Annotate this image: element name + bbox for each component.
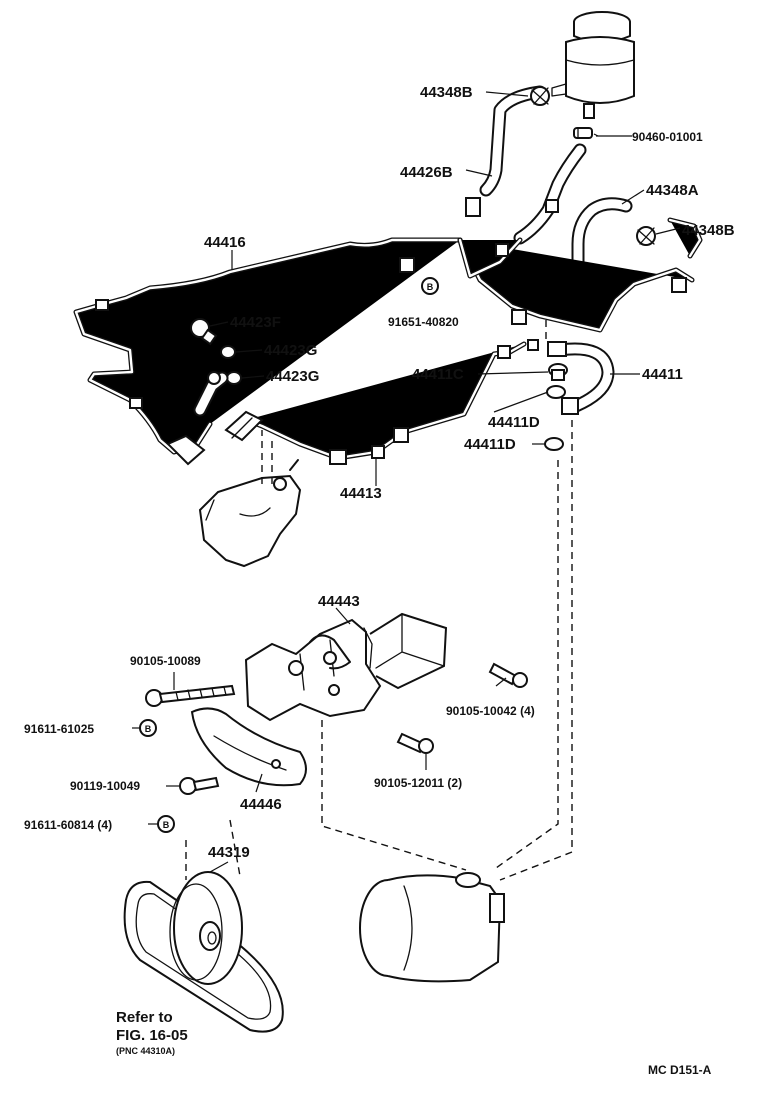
b-marker-91611-61025: B	[139, 719, 157, 737]
label-90460-01001: 90460-01001	[632, 130, 703, 144]
installation-guide-lines	[185, 320, 573, 881]
label-91651-40820: 91651-40820	[388, 315, 459, 329]
label-44416: 44416	[204, 234, 246, 251]
gasket-44411D-b[interactable]	[544, 437, 564, 451]
b-marker-91651: B	[421, 277, 439, 295]
label-44426B: 44426B	[400, 164, 453, 181]
label-44411D-a: 44411D	[488, 414, 540, 431]
label-44446: 44446	[240, 796, 282, 813]
label-44348B-right: 44348B	[682, 222, 735, 239]
return-pipe-44416[interactable]	[76, 197, 700, 466]
label-90119-10049: 90119-10049	[70, 779, 140, 793]
svg-text:B: B	[427, 282, 434, 292]
label-44443: 44443	[318, 593, 360, 610]
figure-code: MC D151-A	[648, 1063, 712, 1077]
pressure-hose-44411[interactable]	[527, 339, 615, 415]
gasket-44423G-b[interactable]	[226, 371, 242, 385]
return-hose-44426B[interactable]	[479, 85, 547, 197]
label-91611-61025: 91611-61025	[24, 722, 94, 736]
label-44423F: 44423F	[230, 314, 281, 331]
label-44348A: 44348A	[646, 182, 699, 199]
bolt-90119-10049[interactable]	[179, 776, 220, 795]
label-90105-10089: 90105-10089	[130, 654, 201, 668]
suction-hose-44348A[interactable]	[571, 197, 633, 269]
adjusting-bar-44446[interactable]	[190, 707, 307, 787]
label-44319: 44319	[208, 844, 250, 861]
label-44411: 44411	[642, 366, 683, 383]
suction-hose-upper[interactable]	[513, 143, 587, 245]
bolt-90105-10042[interactable]	[488, 662, 528, 688]
svg-text:B: B	[145, 724, 152, 734]
label-44413: 44413	[340, 485, 382, 502]
label-90105-12011: 90105-12011 (2)	[374, 776, 462, 790]
label-44423G-b: 44423G	[266, 368, 319, 385]
b-marker-91611-60814: B	[157, 815, 175, 833]
vane-pump	[359, 872, 505, 983]
bolt-90105-12011[interactable]	[396, 732, 434, 754]
clip-90460[interactable]	[573, 127, 593, 139]
refer-note-line2: FIG. 16-05	[116, 1027, 188, 1044]
refer-note-line3: (PNC 44310A)	[116, 1046, 175, 1056]
label-44423G-a: 44423G	[264, 342, 317, 359]
pulley-44319[interactable]	[169, 871, 243, 985]
label-91611-60814: 91611-60814 (4)	[24, 818, 112, 832]
clamp-44348B-right[interactable]	[636, 226, 656, 246]
pump-bracket-44443[interactable]	[244, 612, 448, 722]
steering-gear-housing	[198, 430, 302, 568]
gasket-44423G-a[interactable]	[220, 345, 236, 359]
clamp-44348B-top[interactable]	[530, 86, 550, 106]
gasket-44411D-a[interactable]	[546, 385, 566, 399]
union-bolt-44411C[interactable]	[548, 363, 568, 381]
drive-belt	[123, 880, 284, 1033]
svg-text:B: B	[163, 820, 170, 830]
label-44411C: 44411C	[412, 366, 464, 383]
bolt-90105-10089[interactable]	[145, 684, 236, 707]
pressure-pipe-44413[interactable]	[224, 344, 524, 465]
label-44411D-b: 44411D	[464, 436, 516, 453]
label-44348B-top: 44348B	[420, 84, 473, 101]
union-fitting-left[interactable]	[193, 371, 229, 417]
label-90105-10042: 90105-10042 (4)	[446, 704, 535, 718]
reservoir-tank[interactable]	[551, 11, 635, 119]
refer-note-line1: Refer to	[116, 1009, 173, 1026]
leader-lines	[132, 91, 681, 873]
union-bolt-44423F[interactable]	[190, 318, 218, 346]
